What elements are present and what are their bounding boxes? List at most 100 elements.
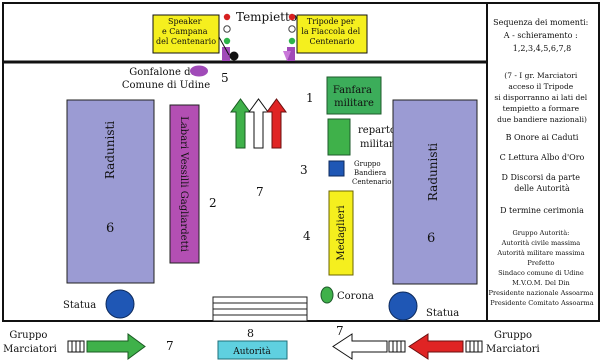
statua-left-icon xyxy=(105,289,135,319)
medaglieri-box xyxy=(328,190,354,276)
fanfara-box xyxy=(326,76,382,115)
svg-text:Fanfara militare: Fanfara militare xyxy=(333,85,375,109)
radunisti-right-label: Radunisti xyxy=(426,143,440,201)
sidebar-autorita: Autorità civile massima xyxy=(501,238,581,247)
gruppo-bandiera-box xyxy=(328,160,345,177)
tripode-icon xyxy=(283,51,291,61)
arrow-left-white xyxy=(332,333,388,360)
sidebar-autorita: Autorità militare massima xyxy=(496,248,584,257)
sidebar-autorita: M.V.O.M. Del Din xyxy=(512,279,570,287)
barrier-icon-left xyxy=(67,340,85,353)
speaker-label-box xyxy=(152,14,220,54)
fanfara-label: militare xyxy=(334,98,374,109)
medaglieri-label: Medaglieri xyxy=(336,205,347,260)
speaker-label-line: e Campana xyxy=(162,27,208,36)
svg-text:Tripode per la Fiaccola de: Tripode per la Fiaccola del Centenario xyxy=(301,17,362,46)
tempietto-pillar-left xyxy=(222,47,230,61)
tempietto-title: Tempietto xyxy=(236,10,297,24)
sidebar-d-end: D termine cerimonia xyxy=(500,206,584,215)
svg-text:Sequenza dei momenti: A -: Sequenza dei momenti: A - schieramento :… xyxy=(493,18,591,53)
radunisti-left-area xyxy=(66,99,155,284)
gruppo-bandiera-label: Bandiera xyxy=(354,169,386,177)
svg-text:D Discorsi da parte delle: D Discorsi da parte delle Autorità xyxy=(501,173,582,193)
corona-label: Corona xyxy=(337,291,374,302)
svg-text:Gonfalone del Comune di Ud: Gonfalone del Comune di Udine xyxy=(122,67,210,91)
arrow-up-green xyxy=(230,98,251,149)
position-number-7-right: 7 xyxy=(336,324,344,338)
steps xyxy=(212,296,308,322)
sidebar-b: B Onore ai Caduti xyxy=(506,133,579,142)
tempietto-lights-left xyxy=(223,13,231,45)
tripode-label-line: Tripode per xyxy=(307,17,355,26)
sidebar-d: D Discorsi da parte xyxy=(501,173,580,182)
statua-right-icon xyxy=(388,291,418,321)
position-number-1: 1 xyxy=(306,91,314,105)
tempietto-pillar-right xyxy=(287,47,295,61)
svg-text:reparto militare: reparto militare xyxy=(358,125,400,150)
reparto-box xyxy=(327,118,351,156)
tripode-label-line: la Fiaccola del xyxy=(301,27,360,36)
speaker-label-line: Speaker xyxy=(168,17,202,26)
sidebar-autorita: Presidente nazionale Assoarma xyxy=(489,289,594,297)
sidebar-autorita: Presidente Comitato Assoarma xyxy=(490,299,594,307)
sidebar-d: delle Autorità xyxy=(514,184,570,193)
sidebar-sequenza: A - schieramento : xyxy=(503,31,578,40)
corona-icon xyxy=(320,286,334,304)
autorita-label: Autorità xyxy=(232,346,271,357)
position-number-8: 8 xyxy=(247,327,254,340)
gruppo-bandiera-label: Gruppo xyxy=(354,160,381,168)
position-number-2: 2 xyxy=(209,196,217,210)
autorita-box xyxy=(217,340,288,360)
sidebar-sequenza: 1,2,3,4,5,6,7,8 xyxy=(513,44,572,53)
position-number-7-left: 7 xyxy=(166,339,174,353)
gruppo-marciatori-right: Marciatori xyxy=(486,344,540,355)
sidebar-note: acceso il Tripode xyxy=(508,82,573,91)
labari-label: Labari Vessilli Gagliardetti xyxy=(178,116,189,252)
arrow-up-white xyxy=(248,98,269,149)
sidebar-note: tempietto a formare xyxy=(503,104,580,113)
arrow-right-green xyxy=(86,333,146,360)
sidebar-c: C Lettura Albo d'Oro xyxy=(500,153,585,162)
svg-text:Gruppo Marciatori: Gruppo Marciatori xyxy=(486,330,540,355)
gruppo-bandiera-label: Centenario xyxy=(352,178,391,186)
reparto-label: militare xyxy=(360,139,400,150)
gonfalone-icon xyxy=(190,65,208,77)
statua-right-label: Statua xyxy=(426,308,459,319)
speaker-icon xyxy=(229,51,239,61)
speaker-label-line: del Centenario xyxy=(156,37,216,46)
gruppo-marciatori-left: Gruppo xyxy=(9,330,47,341)
speaker-pointer xyxy=(218,36,230,56)
gonfalone-label: Comune di Udine xyxy=(122,80,210,91)
position-number-4: 4 xyxy=(303,229,311,243)
gonfalone-label: Gonfalone del xyxy=(129,67,199,78)
position-number-6-left: 6 xyxy=(106,221,114,236)
reparto-label: reparto xyxy=(358,125,396,136)
sidebar-autorita: Gruppo Autorità: xyxy=(513,228,570,237)
statua-left-label: Statua xyxy=(63,300,96,311)
tempietto-lights-right xyxy=(288,13,296,45)
radunisti-left-label: Radunisti xyxy=(103,121,117,179)
gruppo-marciatori-right: Gruppo xyxy=(494,330,532,341)
fanfara-label: Fanfara xyxy=(333,85,372,96)
tripode-label-line: Centenario xyxy=(309,37,354,46)
gruppo-marciatori-left: Marciatori xyxy=(3,344,57,355)
position-number-3: 3 xyxy=(300,163,308,177)
sidebar-note: (7 - I gr. Marciatori xyxy=(504,71,578,80)
labari-area xyxy=(169,104,200,264)
sidebar-autorita: Sindaco comune di Udine xyxy=(498,269,584,277)
position-number-7-center: 7 xyxy=(256,185,264,199)
sidebar-note: due bandiere nazionali) xyxy=(497,115,587,124)
svg-text:Gruppo Bandiera Centen: Gruppo Bandiera Centenario xyxy=(352,160,391,186)
svg-text:Gruppo Marciatori: Gruppo Marciatori xyxy=(3,330,57,355)
radunisti-right-area xyxy=(392,99,478,285)
sidebar-autorita: Prefetto xyxy=(527,259,554,267)
tripode-label-box xyxy=(296,14,368,54)
sidebar-sequenza: Sequenza dei momenti: xyxy=(493,18,588,27)
arrow-up-red xyxy=(266,98,287,149)
barrier-icon-right xyxy=(465,340,483,353)
barrier-icon-center xyxy=(388,340,406,353)
sidebar-note: si disporranno ai lati del xyxy=(494,93,587,102)
svg-text:(7 - I gr. Marciatori acce: (7 - I gr. Marciatori acceso il Tripode … xyxy=(494,71,589,124)
position-number-6-right: 6 xyxy=(427,231,435,246)
